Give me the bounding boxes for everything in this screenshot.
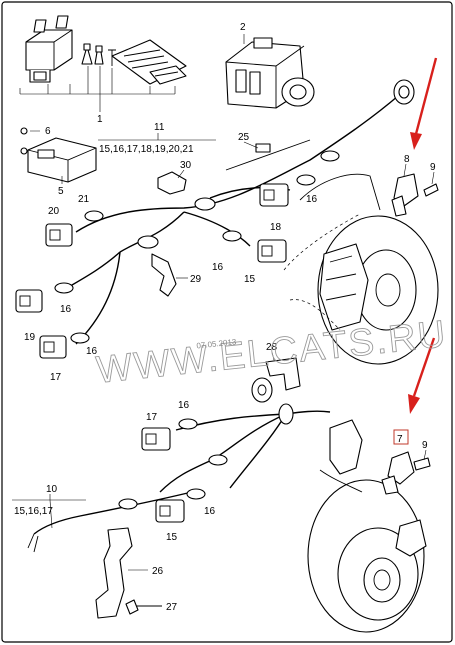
callout-15a: 15 [244,274,256,285]
connector-20 [45,223,73,247]
callout-16e: 16 [178,400,190,411]
callout-16a: 16 [60,304,72,315]
callout-5: 5 [58,186,64,197]
callout-29: 29 [190,274,202,285]
abs-control-unit-kit [19,15,187,112]
callout-21: 21 [78,194,90,205]
airbag-control-module [20,127,97,184]
callout-9b: 9 [422,440,428,451]
callout-25: 25 [238,132,250,143]
callout-18: 18 [270,222,282,233]
callout-11-list: 15,16,17,18,19,20,21 [99,144,194,155]
callout-6: 6 [45,126,51,137]
callout-7: 7 [397,434,403,445]
callout-17b: 17 [146,412,158,423]
connector-19 [15,289,43,313]
callout-26: 26 [152,566,164,577]
connector-15-lower [155,499,185,523]
callout-27: 27 [166,602,178,613]
lower-wiring-harness [27,403,331,553]
upper-brake-assembly [283,173,439,365]
callout-16c: 16 [306,194,318,205]
watermark-date: 07.05.2013 [196,337,237,350]
callout-11: 11 [154,122,165,133]
callout-28: 28 [266,342,278,353]
bolt-27 [125,599,162,615]
callout-20: 20 [48,206,60,217]
bolt-9-lower [413,449,431,471]
connector-17-upper [39,335,67,359]
callout-10: 10 [46,484,58,495]
bracket-26 [95,527,148,619]
callout-16d: 16 [212,262,224,273]
callout-15b: 15 [166,532,178,543]
speed-sensor-8 [391,163,419,217]
callout-10-list: 15,16,17 [14,506,53,517]
holder-30 [157,169,187,195]
bracket-28 [251,351,301,403]
callout-16f: 16 [204,506,216,517]
callout-30: 30 [180,160,192,171]
connector-15-upper [257,239,287,263]
red-arrow-upper [410,57,438,150]
red-arrow-lower [408,337,436,414]
lower-hub-assembly [307,419,427,633]
bolt-9-upper [423,171,439,197]
callout-8: 8 [404,154,410,165]
connector-17-lower [141,427,171,451]
callout-1: 1 [97,114,103,125]
highlight-box-7 [393,429,409,445]
connector-18 [259,183,289,207]
callout-16b: 16 [86,346,98,357]
speed-sensor-7 [381,429,415,495]
harness-retainer-25 [225,139,311,171]
upper-wiring-harness [54,79,415,345]
callout-17a: 17 [50,372,62,383]
abs-hydraulic-unit [225,34,315,109]
watermark-site: WWW.ELCATS.RU [94,313,449,392]
callout-2: 2 [240,22,246,33]
harness-beads [54,150,340,344]
bracket-29 [151,253,188,297]
callout-19: 19 [24,332,36,343]
callout-9a: 9 [430,162,436,173]
